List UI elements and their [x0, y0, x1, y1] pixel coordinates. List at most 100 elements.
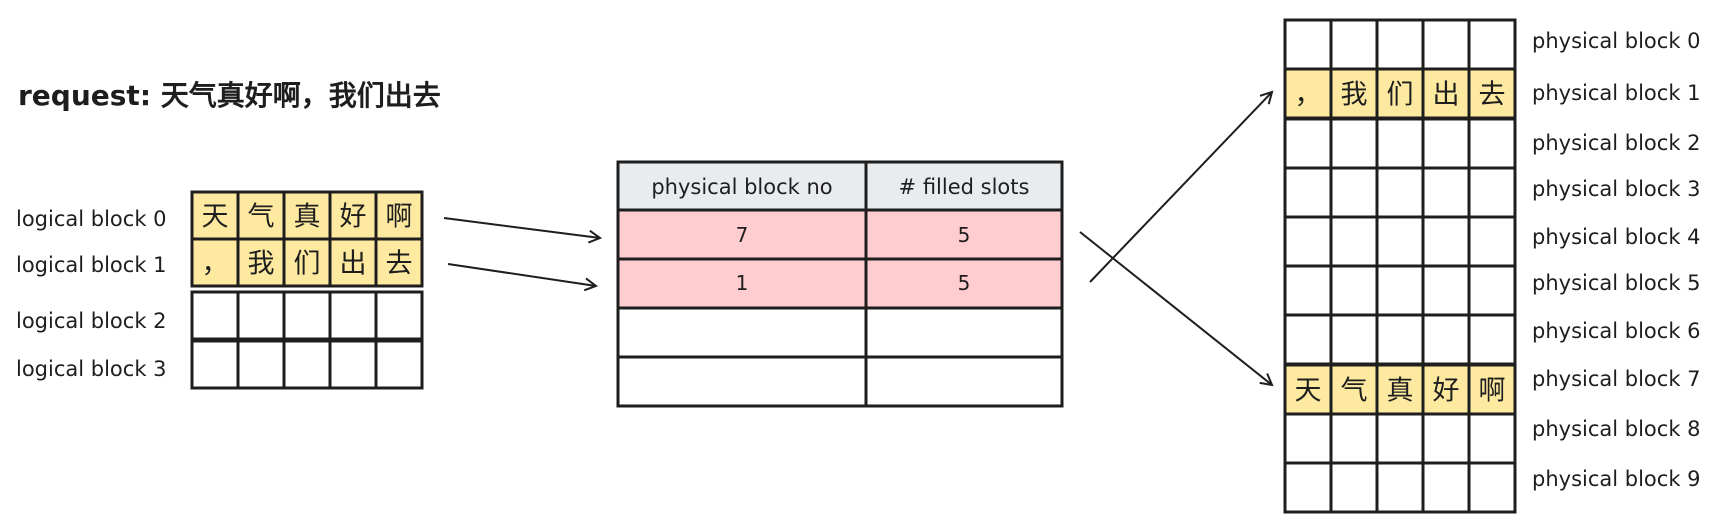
token-cell: 出 — [1433, 80, 1460, 111]
physical-block-label: physical block 9 — [1532, 467, 1701, 491]
token-cell: 天 — [1295, 376, 1322, 407]
physical-block-slot — [1421, 117, 1471, 170]
physical-block-slot — [1421, 18, 1471, 71]
token-cell: 我 — [248, 249, 275, 280]
token-cell: 们 — [294, 249, 321, 280]
physical-block-slot — [1421, 215, 1471, 268]
logical-block-slot — [328, 339, 378, 390]
arrow-table-to-physical1 — [1089, 92, 1272, 283]
block-table-row-highlight — [618, 210, 1062, 259]
token-cell: 我 — [1341, 80, 1368, 111]
token-cell: ， — [1295, 80, 1322, 111]
filled-block-bg — [192, 192, 422, 239]
block-table: physical block no # filled slots 7 5 1 5 — [616, 160, 1064, 408]
physical-block-slot — [1329, 264, 1379, 317]
physical-block-slot — [1375, 461, 1425, 514]
physical-block-slot — [1421, 166, 1471, 219]
physical-block-slot — [1283, 117, 1333, 170]
arrow-logical1-to-table — [447, 263, 596, 286]
physical-block-slot — [1375, 215, 1425, 268]
physical-block-slot — [1421, 461, 1471, 514]
physical-block-slot — [1329, 18, 1379, 71]
physical-block-slot — [1467, 117, 1517, 170]
block-table-header-filled-slots: # filled slots — [899, 175, 1030, 199]
physical-block-label: physical block 8 — [1532, 417, 1701, 441]
physical-block-slot — [1375, 117, 1425, 170]
physical-block-slot — [1329, 461, 1379, 514]
physical-block-slot — [1467, 412, 1517, 465]
physical-block-slot — [1467, 215, 1517, 268]
request-text: request: 天气真好啊，我们出去 — [18, 79, 441, 112]
physical-block-slot — [1329, 313, 1379, 366]
block-table-header-block-no: physical block no — [651, 175, 832, 199]
physical-block-label: physical block 3 — [1532, 177, 1701, 201]
physical-block-slot — [1467, 461, 1517, 514]
token-cell: 去 — [386, 249, 413, 280]
physical-block-label: physical block 5 — [1532, 271, 1701, 295]
block-table-border — [616, 160, 1064, 408]
logical-block-slot — [236, 290, 286, 341]
token-cell: 出 — [340, 249, 367, 280]
logical-block-grid: 天气真好啊，我们出去 — [190, 190, 424, 390]
physical-block-slot — [1283, 313, 1333, 366]
token-cell: 气 — [248, 202, 275, 233]
physical-block-slot — [1467, 313, 1517, 366]
block-table-cell-block-no: 7 — [736, 223, 749, 247]
physical-block-slot — [1283, 264, 1333, 317]
logical-block-slot — [374, 290, 424, 341]
physical-block-slot — [1329, 215, 1379, 268]
block-table-header-bg — [618, 162, 1062, 210]
physical-block-slot — [1283, 412, 1333, 465]
physical-block-slot — [1375, 412, 1425, 465]
physical-block-label: physical block 4 — [1532, 225, 1701, 249]
physical-block-slot — [1375, 264, 1425, 317]
filled-block-bg — [1285, 365, 1515, 414]
token-cell: 真 — [294, 202, 321, 233]
filled-block-bg — [192, 239, 422, 286]
token-cell: 真 — [1387, 376, 1414, 407]
logical-block-label: logical block 0 — [16, 207, 167, 231]
logical-block-label: logical block 2 — [16, 309, 167, 333]
physical-block-slot — [1375, 313, 1425, 366]
logical-block-slot — [236, 339, 286, 390]
physical-block-slot — [1467, 264, 1517, 317]
block-table-cell-block-no: 1 — [736, 271, 749, 295]
token-cell: 啊 — [1479, 376, 1506, 407]
physical-block-slot — [1329, 117, 1379, 170]
logical-block-label: logical block 3 — [16, 357, 167, 381]
physical-block-slot — [1283, 18, 1333, 71]
physical-block-slot — [1283, 166, 1333, 219]
physical-block-slot — [1283, 215, 1333, 268]
physical-block-slot — [1467, 166, 1517, 219]
token-cell: 们 — [1387, 80, 1414, 111]
physical-block-label: physical block 7 — [1532, 367, 1701, 391]
physical-block-slot — [1421, 412, 1471, 465]
logical-block-slot — [190, 339, 240, 390]
physical-block-grid: ，我们出去天气真好啊 — [1283, 18, 1517, 514]
token-cell: 去 — [1479, 80, 1506, 111]
mapping-arrows — [443, 92, 1272, 385]
physical-block-slot — [1375, 18, 1425, 71]
physical-block-label: physical block 0 — [1532, 29, 1701, 53]
logical-block-slot — [282, 290, 332, 341]
logical-block-slot — [374, 237, 424, 288]
block-table-cell-filled-slots: 5 — [958, 271, 971, 295]
physical-block-slot — [1329, 412, 1379, 465]
arrow-table-to-physical7 — [1079, 231, 1272, 385]
token-cell: ， — [202, 249, 229, 280]
logical-block-slot — [190, 290, 240, 341]
token-cell: 啊 — [386, 202, 413, 233]
physical-block-label: physical block 1 — [1532, 81, 1701, 105]
physical-block-label: physical block 6 — [1532, 319, 1701, 343]
token-cell: 气 — [1341, 376, 1368, 407]
arrow-logical0-to-table — [443, 217, 600, 238]
token-cell: 好 — [340, 202, 367, 233]
filled-block-bg — [1285, 69, 1515, 118]
physical-block-labels: physical block 0 physical block 1 physical… — [1532, 29, 1701, 491]
block-table-cell-filled-slots: 5 — [958, 223, 971, 247]
physical-block-slot — [1421, 264, 1471, 317]
physical-block-slot — [1467, 18, 1517, 71]
logical-block-slot — [282, 339, 332, 390]
